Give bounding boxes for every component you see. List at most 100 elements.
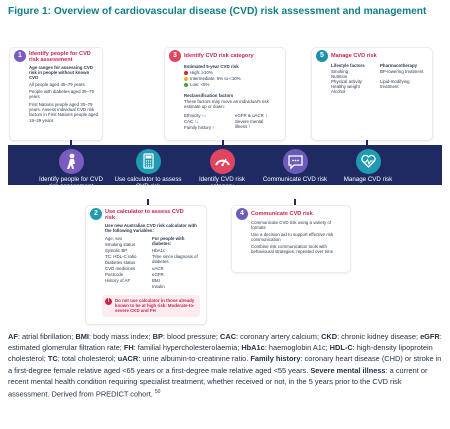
dvar-6: Insulin	[152, 284, 165, 289]
footnote-abbr: CAC	[220, 332, 237, 341]
risk-gauge-icon	[210, 149, 235, 174]
factor-family-history: Family history ↑	[184, 125, 215, 130]
dvar-2: Time since diagnosis of diabetes	[152, 254, 198, 265]
footnote-def: : urine albumin-to-creatinine ratio.	[138, 354, 251, 364]
footnote-abbr: TC	[47, 354, 58, 364]
dvar-5: BMI	[152, 278, 160, 283]
footnote-abbr: AF	[8, 332, 18, 341]
connector-3	[222, 140, 224, 148]
var-5: Diabetes status	[105, 260, 136, 265]
footnote-abbr: HbA1c	[241, 343, 265, 353]
var-6: CVD medicines	[105, 266, 136, 271]
footnote-abbr: HDL-C	[329, 343, 353, 353]
step-label-5: Manage CVD risk	[343, 176, 393, 183]
warning-icon: !	[105, 298, 112, 305]
footnote-def: : blood pressure;	[162, 332, 221, 341]
card-title: Identify people for CVD risk assessment	[29, 51, 91, 64]
var-7: Postcode	[105, 272, 124, 277]
var-1: Age, sex	[105, 236, 123, 241]
footnote-def: : atrial fibrillation;	[17, 332, 76, 341]
person-icon	[59, 149, 84, 174]
factor-egfr: eGFR & uACR ↑	[235, 113, 268, 118]
footnote-abbr: Severe mental illness	[310, 365, 386, 375]
footnote-abbr: eGFR	[420, 332, 440, 341]
diabetes-heading: For people with diabetes:	[152, 236, 185, 247]
footnote-def: : body mass index;	[88, 332, 153, 341]
card-title: Identify CVD risk category	[184, 53, 254, 59]
pharma-heading: Pharmacotherapy	[380, 63, 418, 68]
risk-low-label: Low: <5%	[190, 82, 210, 87]
footnote-def: : coronary artery calcium;	[236, 332, 322, 341]
footnote: AF: atrial fibrillation; BMI: body mass …	[8, 331, 444, 400]
card-risk-category: 3 Identify CVD risk category Estimated 5…	[165, 48, 285, 140]
footnote-def: : total cholesterol;	[57, 354, 118, 364]
risk-low: Low: <5%	[184, 82, 209, 87]
step-number: 5	[316, 50, 328, 62]
lifestyle-5: Alcohol	[331, 89, 346, 94]
line-1: All people aged 45–79 years	[29, 82, 85, 87]
calculator-icon	[136, 149, 161, 174]
connector-5	[366, 140, 368, 148]
warning-box: ! Do not use calculator in those already…	[102, 295, 200, 317]
factor-mental-illness: Severe mental illness ↑	[235, 119, 264, 130]
var-8: History of AF	[105, 278, 131, 283]
footnote-def: : estimated glomerular filtration rate;	[8, 332, 442, 353]
dvar-3: uACR	[152, 266, 164, 271]
line-2: People with diabetes aged 35–79 years	[29, 89, 94, 100]
high-dot-icon	[184, 70, 188, 75]
heart-monitor-icon	[356, 149, 381, 174]
var-3: Systolic BP	[105, 248, 128, 253]
card-subtitle: Use new Australian CVD risk calculator w…	[105, 223, 197, 234]
warning-text: Do not use calculator in those already k…	[115, 298, 195, 314]
footnote-def: : coronary heart disease (CHD) or stroke…	[8, 354, 442, 375]
footnote-def: : chronic kidney disease;	[337, 332, 421, 341]
risk-high: High: ≥10%	[184, 70, 213, 75]
dvar-1: HbA1c	[152, 248, 166, 253]
line-3: First Nations people aged 30–79 years. A…	[29, 102, 99, 123]
card-title: Communicate CVD risk	[251, 211, 313, 217]
footnote-def: : familial hypercholesterolaemia;	[133, 343, 242, 353]
step-label-1: Identify people for CVD risk assessment	[39, 176, 103, 190]
comm-line-3: Combine risk communication tools with be…	[251, 244, 334, 255]
footnote-abbr: BP	[152, 332, 163, 341]
risk-intermediate: Intermediate: 5% to <10%	[184, 76, 241, 81]
low-dot-icon	[184, 82, 188, 87]
connector-1	[70, 140, 72, 148]
step-number: 4	[236, 208, 248, 220]
footnote-def: : haemoglobin A1c;	[264, 343, 330, 353]
comm-line-2: Use a decision aid to support effective …	[251, 232, 334, 243]
connector-2	[147, 199, 149, 207]
footnote-def: : high-density lipoprotein cholesterol;	[8, 343, 433, 364]
reclass-heading: Reclassification factors	[184, 93, 234, 98]
card-manage-risk: 5 Manage CVD risk Lifestyle factors Smok…	[312, 48, 432, 140]
card-identify-people: 1 Identify people for CVD risk assessmen…	[10, 48, 102, 140]
pharma-1: BP-lowering treatment	[380, 69, 424, 74]
comm-line-1: Communicate CVD risk using a variety of …	[251, 220, 332, 231]
reclass-text: These factors may move an individual's r…	[184, 99, 269, 110]
footnote-def: : a current or recent mental health cond…	[8, 365, 428, 399]
card-subtitle: Age ranges for assessing CVD risk in peo…	[29, 65, 93, 81]
connector-4	[294, 199, 296, 207]
lifestyle-1: Smoking	[331, 69, 349, 74]
footnote-abbr: CKD	[321, 332, 338, 341]
var-2: Smoking status	[105, 242, 136, 247]
figure-title: Figure 1: Overview of cardiovascular dis…	[8, 6, 427, 17]
step-label-2: Use calculator to assess CVD risk	[114, 176, 182, 190]
card-title: Use calculator to assess CVD risk	[105, 209, 184, 222]
card-title: Manage CVD risk	[331, 53, 377, 59]
var-4: TC: HDL-C ratio	[105, 254, 137, 259]
intermediate-dot-icon	[184, 76, 188, 81]
dvar-4: eGFR	[152, 272, 164, 277]
step-label-3: Identify CVD risk category	[198, 176, 246, 190]
footnote-abbr: FH	[123, 343, 134, 353]
footnote-abbr: uACR	[117, 354, 139, 364]
step-label-4: Communicate CVD risk	[262, 176, 328, 183]
card-use-calculator: 2 Use calculator to assess CVD risk Use …	[86, 206, 206, 324]
reference-number: 50	[154, 389, 161, 396]
lifestyle-3: Physical activity	[331, 79, 362, 84]
footnote-abbr: Family history	[250, 354, 301, 364]
risk-heading: Estimated 5-year CVD risk	[184, 64, 239, 69]
pharma-2: Lipid-modifying treatment	[380, 79, 410, 90]
factor-cac: CAC ↑↓	[184, 119, 199, 124]
risk-high-label: High: ≥10%	[190, 70, 213, 75]
